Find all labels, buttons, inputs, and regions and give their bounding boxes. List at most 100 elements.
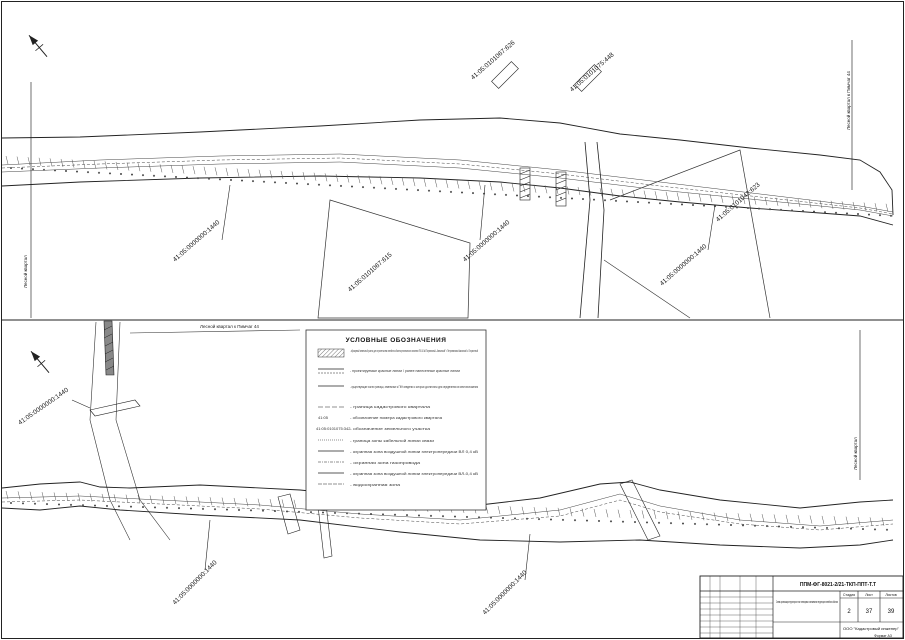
survey-point [765, 525, 769, 528]
survey-tick [53, 492, 57, 501]
survey-tick [857, 516, 861, 526]
survey-tick [698, 193, 702, 202]
survey-tick [173, 496, 177, 505]
parcel-polygon [317, 199, 471, 319]
survey-point [856, 212, 860, 216]
survey-point [746, 206, 750, 210]
survey-tick [701, 512, 705, 521]
survey-point [729, 523, 733, 527]
survey-point [177, 507, 181, 510]
survey-tick [29, 491, 33, 500]
street-label: Лесной квартал к Пимчаг 44 [200, 323, 259, 329]
survey-point [693, 522, 697, 525]
survey-tick [653, 510, 657, 519]
survey-tick [874, 203, 878, 212]
survey-point [9, 501, 13, 505]
survey-point [381, 513, 385, 516]
survey-tick [281, 499, 285, 508]
survey-point [309, 511, 313, 514]
survey-point [240, 179, 244, 182]
survey-point [328, 184, 332, 187]
survey-point [152, 174, 156, 177]
survey-tick [203, 166, 207, 175]
legend-item: - охранная зона воздушной линии электроп… [350, 471, 478, 476]
survey-tick [412, 178, 416, 187]
survey-point [429, 514, 433, 517]
survey-tick [313, 172, 317, 181]
survey-point [504, 193, 508, 196]
survey-tick [497, 505, 501, 515]
stamp-company: ООО "Кадастровый инженер" [843, 627, 900, 631]
survey-tick [761, 514, 765, 523]
survey-point [262, 180, 266, 183]
survey-point [465, 515, 469, 518]
survey-point [680, 203, 684, 206]
stamp-description: Схема организации территории: план плани… [776, 600, 838, 604]
survey-point [753, 524, 757, 527]
survey-point [559, 196, 563, 199]
survey-tick [677, 511, 681, 520]
survey-tick [593, 508, 597, 518]
survey-tick [599, 188, 603, 197]
survey-tick [555, 185, 559, 194]
survey-tick [833, 516, 837, 525]
survey-tick [324, 173, 328, 182]
survey-point [383, 187, 387, 190]
survey-point [416, 189, 420, 192]
document-code: ППМ-ФГ-8021-2/21-ТКП-ППТ-Т.Т [800, 582, 876, 588]
survey-point [548, 196, 552, 199]
survey-point [57, 503, 61, 506]
survey-tick [125, 494, 129, 503]
survey-point [647, 201, 651, 204]
survey-tick [742, 195, 746, 205]
survey-point [834, 211, 838, 214]
survey-point [369, 512, 373, 516]
survey-point [501, 516, 505, 520]
survey-point [837, 527, 841, 530]
survey-point [823, 211, 827, 214]
survey-tick [809, 515, 813, 524]
survey-point [614, 199, 618, 202]
legend-title: УСЛОВНЫЕ ОБОЗНАЧЕНИЯ [346, 337, 447, 344]
survey-point [735, 206, 739, 209]
survey-point [297, 510, 301, 513]
stamp-sheet: 37 [866, 609, 873, 615]
survey-tick [233, 497, 237, 507]
stamp-header: Стадия [843, 593, 855, 597]
survey-point [185, 176, 189, 179]
survey-tick [753, 196, 757, 205]
survey-point [295, 182, 299, 185]
survey-tick [221, 497, 225, 506]
survey-point [777, 525, 781, 528]
survey-point [81, 504, 85, 507]
survey-tick [149, 495, 153, 504]
survey-point [345, 512, 349, 515]
survey-tick [192, 166, 196, 175]
survey-tick [258, 169, 262, 178]
survey-tick [610, 188, 614, 197]
survey-tick [93, 160, 97, 169]
survey-tick [185, 496, 189, 505]
survey-point [273, 510, 277, 513]
legend-panel: УСЛОВНЫЕ ОБОЗНАЧЕНИЯ 41:05 41:05:0101075… [305, 329, 487, 511]
survey-point [513, 517, 517, 520]
survey-point [489, 516, 493, 519]
survey-point [285, 510, 289, 513]
survey-tick [390, 176, 394, 185]
survey-point [42, 168, 46, 171]
survey-tick [581, 508, 585, 517]
survey-tick [209, 497, 213, 506]
survey-point [153, 506, 157, 509]
survey-point [427, 189, 431, 192]
survey-point [669, 522, 673, 525]
survey-point [845, 212, 849, 215]
survey-tick [445, 179, 449, 188]
survey-point [757, 207, 761, 210]
survey-point [33, 502, 37, 505]
survey-point [669, 202, 673, 205]
survey-point [9, 166, 13, 170]
survey-tick [621, 189, 625, 198]
survey-point [141, 174, 145, 177]
survey-point [636, 200, 640, 204]
